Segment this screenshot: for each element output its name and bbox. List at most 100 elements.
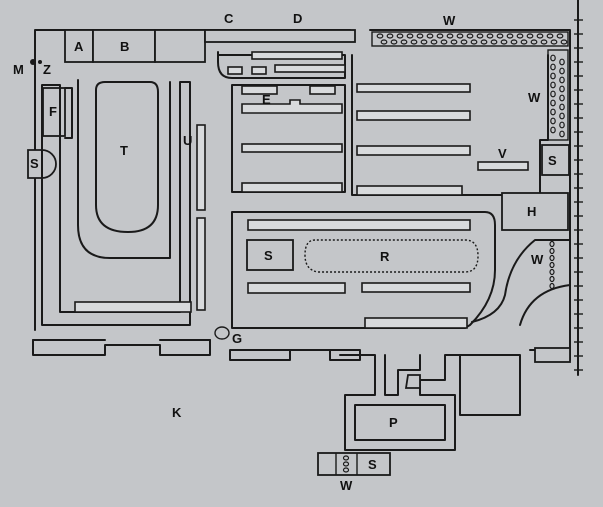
tree-symbol xyxy=(516,33,524,39)
marker-m-dot xyxy=(30,59,36,65)
tree-symbol xyxy=(559,121,565,129)
tree-symbol xyxy=(549,261,555,269)
tree-symbol xyxy=(342,455,350,461)
tree-symbol xyxy=(426,33,434,39)
central-upper-compound xyxy=(217,51,346,193)
building-cd xyxy=(204,29,356,43)
bottom-left-wall xyxy=(32,326,361,361)
label-s-right: S xyxy=(548,153,557,168)
tree-row-bottom xyxy=(342,455,350,473)
tree-symbol xyxy=(396,33,404,39)
tree-symbol xyxy=(376,33,384,39)
labels: A B C D E F G H K M P R T U V Z S S S S … xyxy=(13,11,557,493)
label-w-top: W xyxy=(443,13,456,28)
tree-symbol xyxy=(480,39,488,45)
top-buildings xyxy=(64,29,356,63)
label-d: D xyxy=(293,11,302,26)
tree-symbol xyxy=(342,461,350,467)
label-t: T xyxy=(120,143,128,158)
tree-symbol xyxy=(400,39,408,45)
middle-compound xyxy=(231,211,496,329)
label-z: Z xyxy=(43,62,51,77)
tree-symbol xyxy=(466,33,474,39)
label-a: A xyxy=(74,39,84,54)
tree-symbol xyxy=(550,54,556,62)
label-v: V xyxy=(498,146,507,161)
tree-symbol xyxy=(430,39,438,45)
tree-symbol xyxy=(550,39,558,45)
tree-symbol xyxy=(559,130,565,138)
tree-symbol xyxy=(549,240,555,248)
label-m: M xyxy=(13,62,24,77)
tree-symbol xyxy=(550,126,556,134)
tree-symbol xyxy=(520,39,528,45)
tree-symbol xyxy=(380,39,388,45)
tree-symbol xyxy=(549,275,555,283)
label-u: U xyxy=(183,133,192,148)
tree-symbol xyxy=(559,76,565,84)
tree-symbol xyxy=(559,94,565,102)
tree-symbol xyxy=(410,39,418,45)
tree-symbol xyxy=(390,39,398,45)
label-s-bottom: S xyxy=(368,457,377,472)
gate-g-post xyxy=(214,326,230,340)
compound-outer-wall xyxy=(27,29,571,361)
tree-row-top xyxy=(371,31,569,47)
tree-symbol xyxy=(420,39,428,45)
label-r: R xyxy=(380,249,390,264)
tree-symbol xyxy=(550,63,556,71)
tree-symbol xyxy=(559,67,565,75)
barrack-u xyxy=(196,124,206,211)
tree-symbol xyxy=(550,108,556,116)
tree-symbol xyxy=(550,99,556,107)
building-b-annex xyxy=(154,29,206,63)
right-lower-woods xyxy=(471,239,571,363)
tree-row-right-lower xyxy=(549,240,555,290)
tree-symbol xyxy=(500,39,508,45)
tree-symbol xyxy=(446,33,454,39)
tree-symbol xyxy=(546,33,554,39)
central-right-compound xyxy=(351,54,549,196)
tree-symbol xyxy=(450,39,458,45)
building-p-inner xyxy=(404,374,421,389)
building-b xyxy=(92,29,156,63)
label-s-middle: S xyxy=(264,248,273,263)
barrack-e xyxy=(241,99,343,114)
bottom-latrine xyxy=(317,452,391,476)
tree-symbol xyxy=(476,33,484,39)
tree-symbol xyxy=(559,103,565,111)
tree-symbol xyxy=(549,254,555,262)
tree-symbol xyxy=(550,81,556,89)
label-w-bottom: W xyxy=(340,478,353,493)
label-c: C xyxy=(224,11,234,26)
tree-symbol xyxy=(559,58,565,66)
barrack-bottom-left xyxy=(74,301,192,313)
label-e: E xyxy=(262,92,271,107)
label-s-left: S xyxy=(30,156,39,171)
tree-symbol xyxy=(486,33,494,39)
left-compound xyxy=(41,79,206,326)
tree-symbol xyxy=(549,282,555,290)
latrine-right xyxy=(541,144,570,176)
tree-symbol xyxy=(556,33,564,39)
label-k: K xyxy=(172,405,182,420)
tree-symbol xyxy=(490,39,498,45)
marker-z-dot xyxy=(38,60,42,64)
tree-row-right-upper xyxy=(547,49,569,141)
tree-symbol xyxy=(440,39,448,45)
tree-symbol xyxy=(436,33,444,39)
label-g: G xyxy=(232,331,242,346)
tree-symbol xyxy=(559,112,565,120)
tree-symbol xyxy=(550,90,556,98)
tree-symbol xyxy=(526,33,534,39)
tree-symbol xyxy=(470,39,478,45)
p-compound xyxy=(339,354,521,451)
barrack-top-1 xyxy=(251,51,343,60)
tree-symbol xyxy=(506,33,514,39)
tree-symbol xyxy=(560,39,568,45)
barrack-u-lower xyxy=(196,217,206,311)
tree-symbol xyxy=(416,33,424,39)
tree-symbol xyxy=(510,39,518,45)
tree-symbol xyxy=(496,33,504,39)
